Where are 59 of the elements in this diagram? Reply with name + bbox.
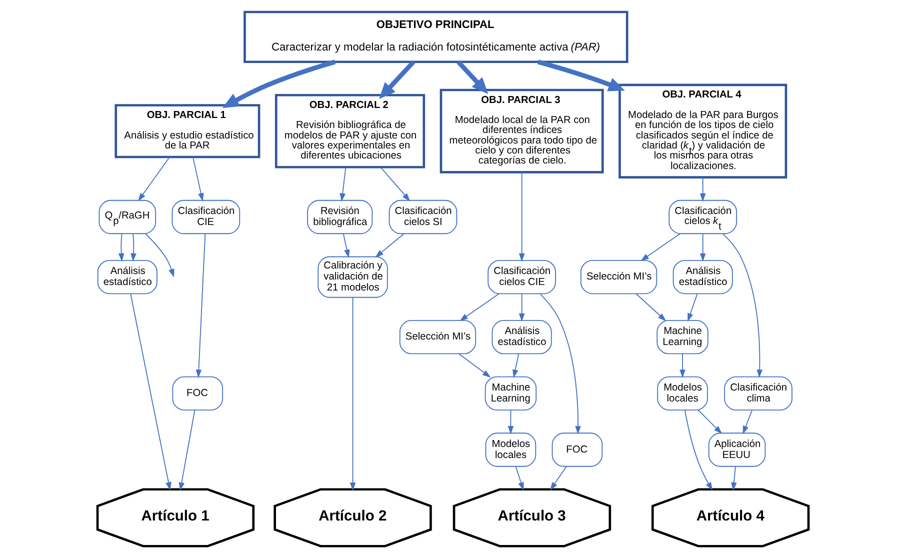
arrow xyxy=(636,293,666,322)
arrow xyxy=(518,293,525,322)
arrow xyxy=(130,294,172,491)
node-box: OBJETIVO PRINCIPAL Caracterizar y modelar la radiación fotosintéticamente activa (PAR) xyxy=(244,10,628,63)
arrow xyxy=(222,60,336,108)
node-box: Clasificación cielos SI xyxy=(388,200,458,234)
node-box: Machine Learning xyxy=(484,376,537,410)
node-box: OBJ. PARCIAL 1 Análisis y estudio estadístico de la PAR xyxy=(114,104,260,158)
arrow xyxy=(742,410,753,434)
arrow xyxy=(518,172,525,262)
node-box: Modelos locales xyxy=(485,432,536,467)
arrow xyxy=(540,294,581,434)
node-box: Análisis estadístico xyxy=(97,260,158,294)
arrow xyxy=(700,233,706,262)
arrow xyxy=(512,353,520,378)
arrow xyxy=(508,410,514,434)
arrow xyxy=(515,466,524,491)
arrow xyxy=(380,166,410,202)
arrow xyxy=(688,293,698,322)
arrow xyxy=(700,177,706,202)
node-box: Clasificación clima xyxy=(724,376,792,410)
node-box: FOC xyxy=(552,432,603,467)
node-box: Selección MI’s xyxy=(399,320,476,354)
arrow xyxy=(350,297,356,491)
node-box: Selección MI’s xyxy=(580,260,658,294)
arrow xyxy=(722,233,762,378)
node-box: FOC xyxy=(172,376,224,410)
node-box: Modelos locales xyxy=(657,376,708,410)
arrow xyxy=(698,410,722,434)
arrow xyxy=(196,233,206,378)
node-box: Calibración y validación de 21 modelos xyxy=(318,256,388,298)
arrow xyxy=(342,233,350,258)
arrow xyxy=(130,233,136,262)
arrow xyxy=(731,466,737,491)
arrow xyxy=(456,60,488,94)
arrow xyxy=(537,60,625,92)
arrow xyxy=(340,166,346,202)
arrow xyxy=(118,233,124,262)
node-box: Clasificación cielos CIE xyxy=(488,260,556,294)
arrow xyxy=(640,233,680,262)
arrow xyxy=(680,353,686,378)
arrow xyxy=(178,410,196,491)
arrow xyxy=(145,233,174,278)
node-box: Machine Learning xyxy=(656,320,708,354)
node-box: OBJ. PARCIAL 3 Modelado local de la PAR con diferentes índices meteorológicos para todo tipo de cielo y con diferentes categorías de cielo. xyxy=(440,88,604,174)
node-box: OBJ. PARCIAL 2 Revisión bibliográfica de modelos de PAR y ajuste con valores experimentales en diferentes ubicaciones xyxy=(274,94,426,168)
node-box: Aplicación EEUU xyxy=(708,432,766,467)
node-box: Clasificación CIE xyxy=(172,200,240,234)
arrow xyxy=(375,233,404,258)
arrow xyxy=(138,156,170,202)
node-box: Análisis estadístico xyxy=(672,260,733,294)
node-box: Análisis estadístico xyxy=(492,320,552,354)
arrow xyxy=(458,353,491,378)
arrow xyxy=(192,156,204,202)
node-box: Revisión bibliográfica xyxy=(307,200,373,234)
arrow xyxy=(460,293,500,322)
arrow xyxy=(379,60,416,100)
arrow xyxy=(684,410,713,491)
arrow xyxy=(550,466,567,490)
